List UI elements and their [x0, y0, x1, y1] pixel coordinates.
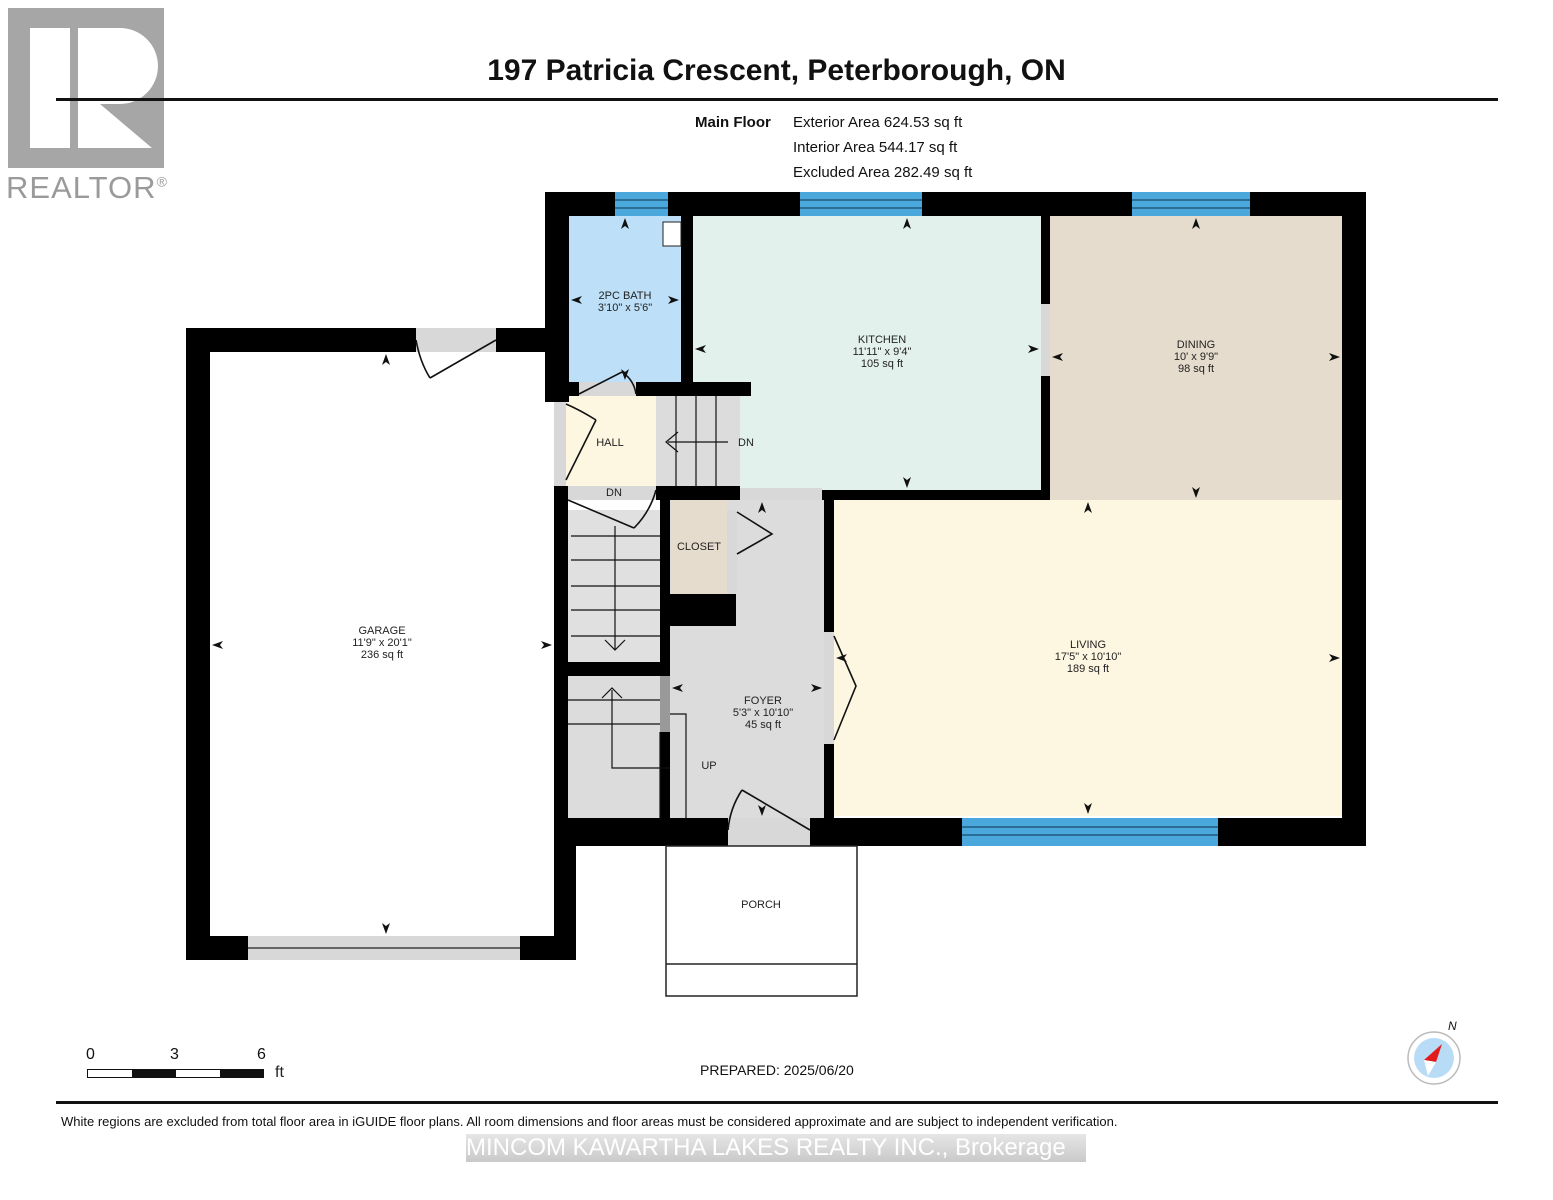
scale-bar-graphic — [87, 1069, 264, 1078]
dimension-arrows — [212, 218, 1340, 934]
stair-dn-label-upper: DN — [738, 437, 754, 449]
stair-direction: DN — [606, 487, 622, 499]
dining-floor — [1050, 216, 1342, 500]
room-garage: GARAGE 11'9" x 20'1" 236 sq ft — [352, 625, 412, 661]
stair-direction: DN — [738, 437, 754, 449]
room-name: FOYER — [744, 695, 782, 707]
excluded-area: Excluded Area 282.49 sq ft — [793, 164, 973, 181]
logo-wordmark: REALTOR — [6, 170, 157, 205]
prepared-date: PREPARED: 2025/06/20 — [700, 1062, 854, 1078]
room-dimensions: 3'10" x 5'6" — [597, 302, 653, 314]
room-name: KITCHEN — [857, 334, 907, 346]
room-name: GARAGE — [358, 625, 406, 637]
registered-mark: ® — [156, 173, 168, 190]
disclaimer: White regions are excluded from total fl… — [61, 1114, 1118, 1129]
porch-outline — [665, 845, 858, 997]
title-divider — [56, 98, 1498, 101]
room-closet: CLOSET — [677, 541, 721, 553]
room-name: LIVING — [1069, 639, 1107, 651]
room-porch: PORCH — [741, 899, 781, 911]
stair-direction: UP — [701, 760, 717, 772]
bath-floor — [569, 216, 681, 382]
room-dimensions: 17'5" x 10'10" — [1054, 651, 1122, 663]
interior-area: Interior Area 544.17 sq ft — [793, 139, 958, 156]
room-area: 98 sq ft — [1177, 363, 1215, 375]
room-area: 105 sq ft — [860, 358, 904, 370]
up-stair-area — [566, 676, 670, 818]
room-name: PORCH — [741, 899, 781, 911]
living-floor — [834, 500, 1342, 816]
stair-lines — [568, 396, 728, 818]
page-title: 197 Patricia Crescent, Peterborough, ON — [487, 54, 1066, 87]
room-dining: DINING 10' x 9'9" 98 sq ft — [1174, 339, 1218, 375]
closet-floor — [671, 500, 727, 594]
exterior-area: Exterior Area 624.53 sq ft — [793, 114, 963, 131]
room-bath: 2PC BATH 3'10" x 5'6" — [598, 290, 652, 314]
realtor-r-icon — [8, 8, 164, 168]
scale-label-0: 0 — [86, 1046, 95, 1063]
garage-floor — [210, 352, 554, 936]
realtor-logo-text: REALTOR® — [6, 170, 168, 206]
stair-dn-label-lower: DN — [606, 487, 622, 499]
windows — [615, 192, 1250, 846]
footer-divider — [56, 1101, 1498, 1104]
stair-up-label: UP — [701, 760, 716, 772]
walls — [186, 192, 1366, 960]
scale-label-3: 3 — [170, 1046, 179, 1063]
scale-label-6: 6 — [257, 1046, 266, 1063]
room-area: 45 sq ft — [744, 719, 782, 731]
brokerage-watermark: MINCOM KAWARTHA LAKES REALTY INC., Broke… — [466, 1134, 1086, 1162]
compass-north-icon: N — [1402, 1018, 1466, 1086]
room-living: LIVING 17'5" x 10'10" 189 sq ft — [1055, 639, 1121, 675]
room-name: HALL — [596, 437, 624, 449]
scale-unit: ft — [275, 1064, 284, 1081]
room-hall: HALL — [596, 437, 624, 449]
room-dimensions: 11'9" x 20'1" — [352, 637, 412, 649]
room-dimensions: 5'3" x 10'10" — [732, 707, 794, 719]
room-name: 2PC BATH — [598, 290, 652, 302]
room-foyer: FOYER 5'3" x 10'10" 45 sq ft — [733, 695, 793, 731]
realtor-logo — [8, 8, 164, 168]
kitchen-floor — [693, 216, 1041, 490]
room-name: DINING — [1176, 339, 1216, 351]
room-area: 236 sq ft — [360, 649, 404, 661]
compass-north-label: N — [1448, 1019, 1457, 1033]
room-dimensions: 11'11" x 9'4" — [852, 346, 912, 358]
room-kitchen: KITCHEN 11'11" x 9'4" 105 sq ft — [853, 334, 912, 370]
room-area: 189 sq ft — [1066, 663, 1110, 675]
room-name: CLOSET — [676, 541, 722, 553]
floor-name: Main Floor — [695, 114, 771, 131]
room-dimensions: 10' x 9'9" — [1173, 351, 1219, 363]
